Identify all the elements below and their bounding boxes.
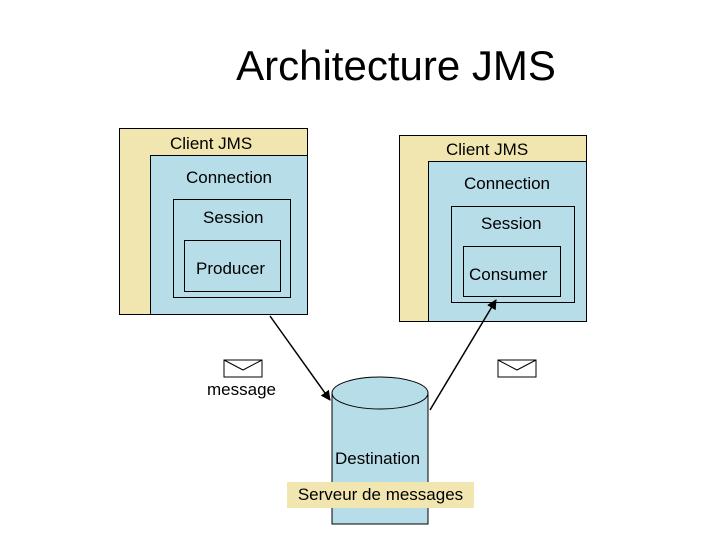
envelope-icon xyxy=(497,359,537,378)
producer-label: Producer xyxy=(196,259,265,278)
right-session-box xyxy=(451,206,575,303)
server-label: Serveur de messages xyxy=(287,482,474,508)
left-session-box xyxy=(173,199,291,298)
page-title: Architecture JMS xyxy=(236,42,556,89)
left-client-label: Client JMS xyxy=(170,134,253,153)
consumer-box xyxy=(463,246,561,297)
message-label: message xyxy=(207,380,276,399)
left-connection-box xyxy=(150,155,308,315)
right-client-label: Client JMS xyxy=(446,140,529,159)
producer-box xyxy=(184,240,281,292)
consumer-label: Consumer xyxy=(469,265,548,284)
destination-label: Destination xyxy=(335,449,421,468)
destination-to-consumer-arrow xyxy=(429,299,497,411)
right-session-label: Session xyxy=(481,214,542,233)
producer-to-destination-arrow xyxy=(269,315,331,401)
envelope-icon xyxy=(223,359,263,378)
left-session-label: Session xyxy=(203,208,264,227)
left-connection-label: Connection xyxy=(186,168,273,187)
right-connection-label: Connection xyxy=(464,174,551,193)
